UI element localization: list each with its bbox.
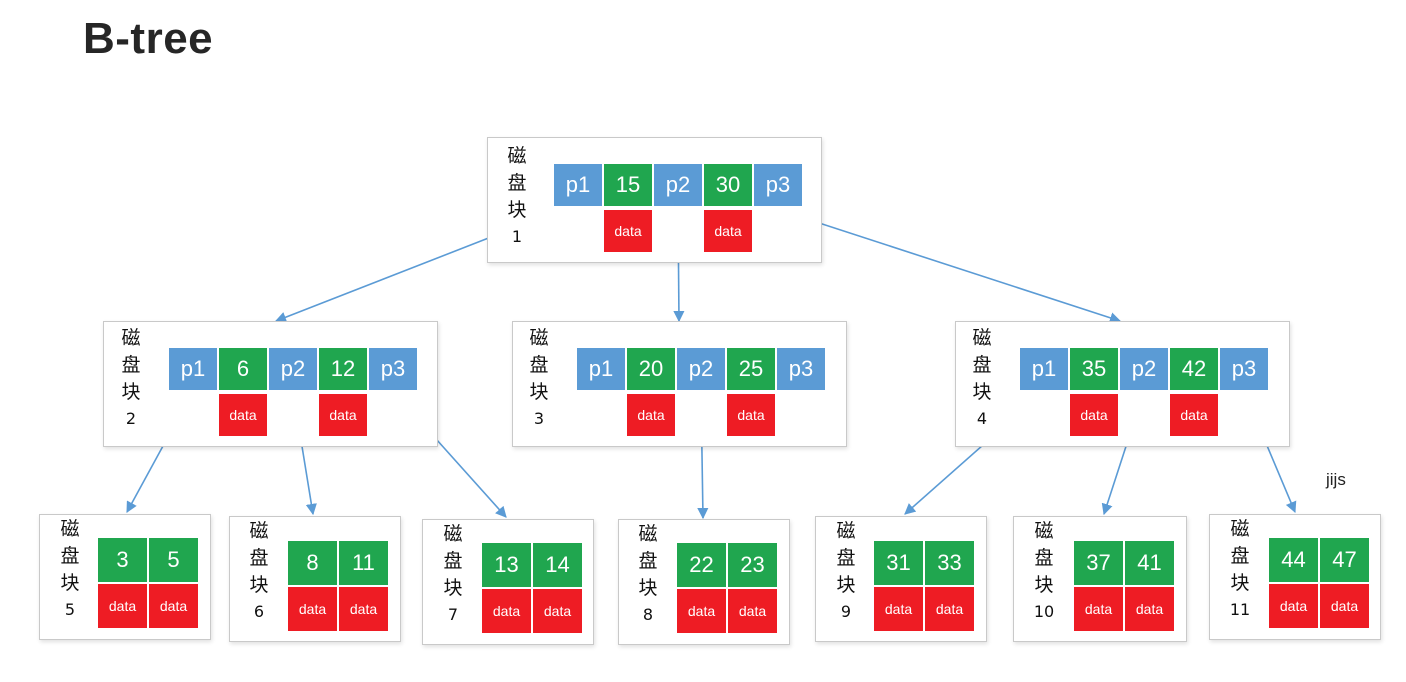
pointer-cell-p3: p3 <box>368 347 418 391</box>
data-cell: data <box>726 393 776 437</box>
data-cell: data <box>97 583 148 629</box>
disk-block-number: 8 <box>642 605 654 624</box>
key-cell: 22 <box>676 542 727 588</box>
data-cell: data <box>676 588 727 634</box>
pointer-cell-p1: p1 <box>168 347 218 391</box>
data-cell: data <box>873 586 924 632</box>
data-cell: data <box>1069 393 1119 437</box>
disk-block-text: 磁盘块 <box>249 520 269 596</box>
pointer-cell-p1: p1 <box>1019 347 1069 391</box>
data-cell: data <box>532 588 583 634</box>
disk-block-label: 磁盘块 2 <box>119 325 143 432</box>
disk-block-label: 磁盘块 6 <box>247 518 271 625</box>
disk-block-text: 磁盘块 <box>121 327 141 403</box>
disk-block-text: 磁盘块 <box>836 520 856 596</box>
pointer-cell-p3: p3 <box>1219 347 1269 391</box>
disk-block-text: 磁盘块 <box>1034 520 1054 596</box>
key-cell: 11 <box>338 540 389 586</box>
key-cell: 31 <box>873 540 924 586</box>
key-cell: 12 <box>318 347 368 391</box>
pointer-cell-p2: p2 <box>676 347 726 391</box>
disk-block-text: 磁盘块 <box>1230 518 1250 594</box>
disk-block-label: 磁盘块 3 <box>527 325 551 432</box>
pointer-cell-p3: p3 <box>776 347 826 391</box>
data-cell: data <box>727 588 778 634</box>
disk-block-number: 5 <box>64 600 76 619</box>
key-cell: 47 <box>1319 537 1370 583</box>
key-cell: 13 <box>481 542 532 588</box>
data-cell: data <box>1073 586 1124 632</box>
key-cell: 20 <box>626 347 676 391</box>
disk-block-label: 磁盘块 7 <box>441 521 465 628</box>
key-cell: 44 <box>1268 537 1319 583</box>
disk-block-text: 磁盘块 <box>60 518 80 594</box>
edge-n1-p3-n4 <box>769 206 1122 324</box>
pointer-cell-p1: p1 <box>553 163 603 207</box>
data-cell: data <box>218 393 268 437</box>
key-cell: 23 <box>727 542 778 588</box>
key-cell: 25 <box>726 347 776 391</box>
key-cell: 15 <box>603 163 653 207</box>
pointer-cell-p2: p2 <box>1119 347 1169 391</box>
data-cell: data <box>148 583 199 629</box>
key-cell: 3 <box>97 537 148 583</box>
data-cell: data <box>287 586 338 632</box>
disk-block-text: 磁盘块 <box>443 523 463 599</box>
data-cell: data <box>1124 586 1175 632</box>
page-title: B-tree <box>83 14 214 63</box>
data-cell: data <box>338 586 389 632</box>
key-cell: 41 <box>1124 540 1175 586</box>
pointer-cell-p1: p1 <box>576 347 626 391</box>
disk-block-text: 磁盘块 <box>972 327 992 403</box>
pointer-cell-p2: p2 <box>268 347 318 391</box>
disk-block-number: 2 <box>125 409 137 428</box>
disk-block-text: 磁盘块 <box>507 145 527 221</box>
key-cell: 8 <box>287 540 338 586</box>
key-cell: 37 <box>1073 540 1124 586</box>
pointer-cell-p3: p3 <box>753 163 803 207</box>
data-cell: data <box>1169 393 1219 437</box>
disk-block-number: 1 <box>511 227 523 246</box>
pointer-cell-p2: p2 <box>653 163 703 207</box>
disk-block-text: 磁盘块 <box>638 523 658 599</box>
data-cell: data <box>603 209 653 253</box>
key-cell: 6 <box>218 347 268 391</box>
disk-block-label: 磁盘块 9 <box>834 518 858 625</box>
disk-block-label: 磁盘块 8 <box>636 521 660 628</box>
data-cell: data <box>318 393 368 437</box>
disk-block-text: 磁盘块 <box>529 327 549 403</box>
disk-block-number: 3 <box>533 409 545 428</box>
disk-block-number: 7 <box>447 605 459 624</box>
key-cell: 33 <box>924 540 975 586</box>
key-cell: 14 <box>532 542 583 588</box>
key-cell: 35 <box>1069 347 1119 391</box>
data-cell: data <box>924 586 975 632</box>
disk-block-number: 11 <box>1229 600 1251 619</box>
key-cell: 5 <box>148 537 199 583</box>
note-text: jijs <box>1326 470 1346 489</box>
disk-block-number: 6 <box>253 602 265 621</box>
key-cell: 30 <box>703 163 753 207</box>
disk-block-number: 10 <box>1033 602 1055 621</box>
disk-block-label: 磁盘块 5 <box>58 516 82 623</box>
disk-block-label: 磁盘块 11 <box>1228 516 1252 623</box>
data-cell: data <box>703 209 753 253</box>
data-cell: data <box>1319 583 1370 629</box>
disk-block-label: 磁盘块 10 <box>1032 518 1056 625</box>
disk-block-label: 磁盘块 4 <box>970 325 994 432</box>
disk-block-number: 9 <box>840 602 852 621</box>
disk-block-label: 磁盘块 1 <box>505 143 529 250</box>
data-cell: data <box>481 588 532 634</box>
data-cell: data <box>1268 583 1319 629</box>
data-cell: data <box>626 393 676 437</box>
key-cell: 42 <box>1169 347 1219 391</box>
disk-block-number: 4 <box>976 409 988 428</box>
